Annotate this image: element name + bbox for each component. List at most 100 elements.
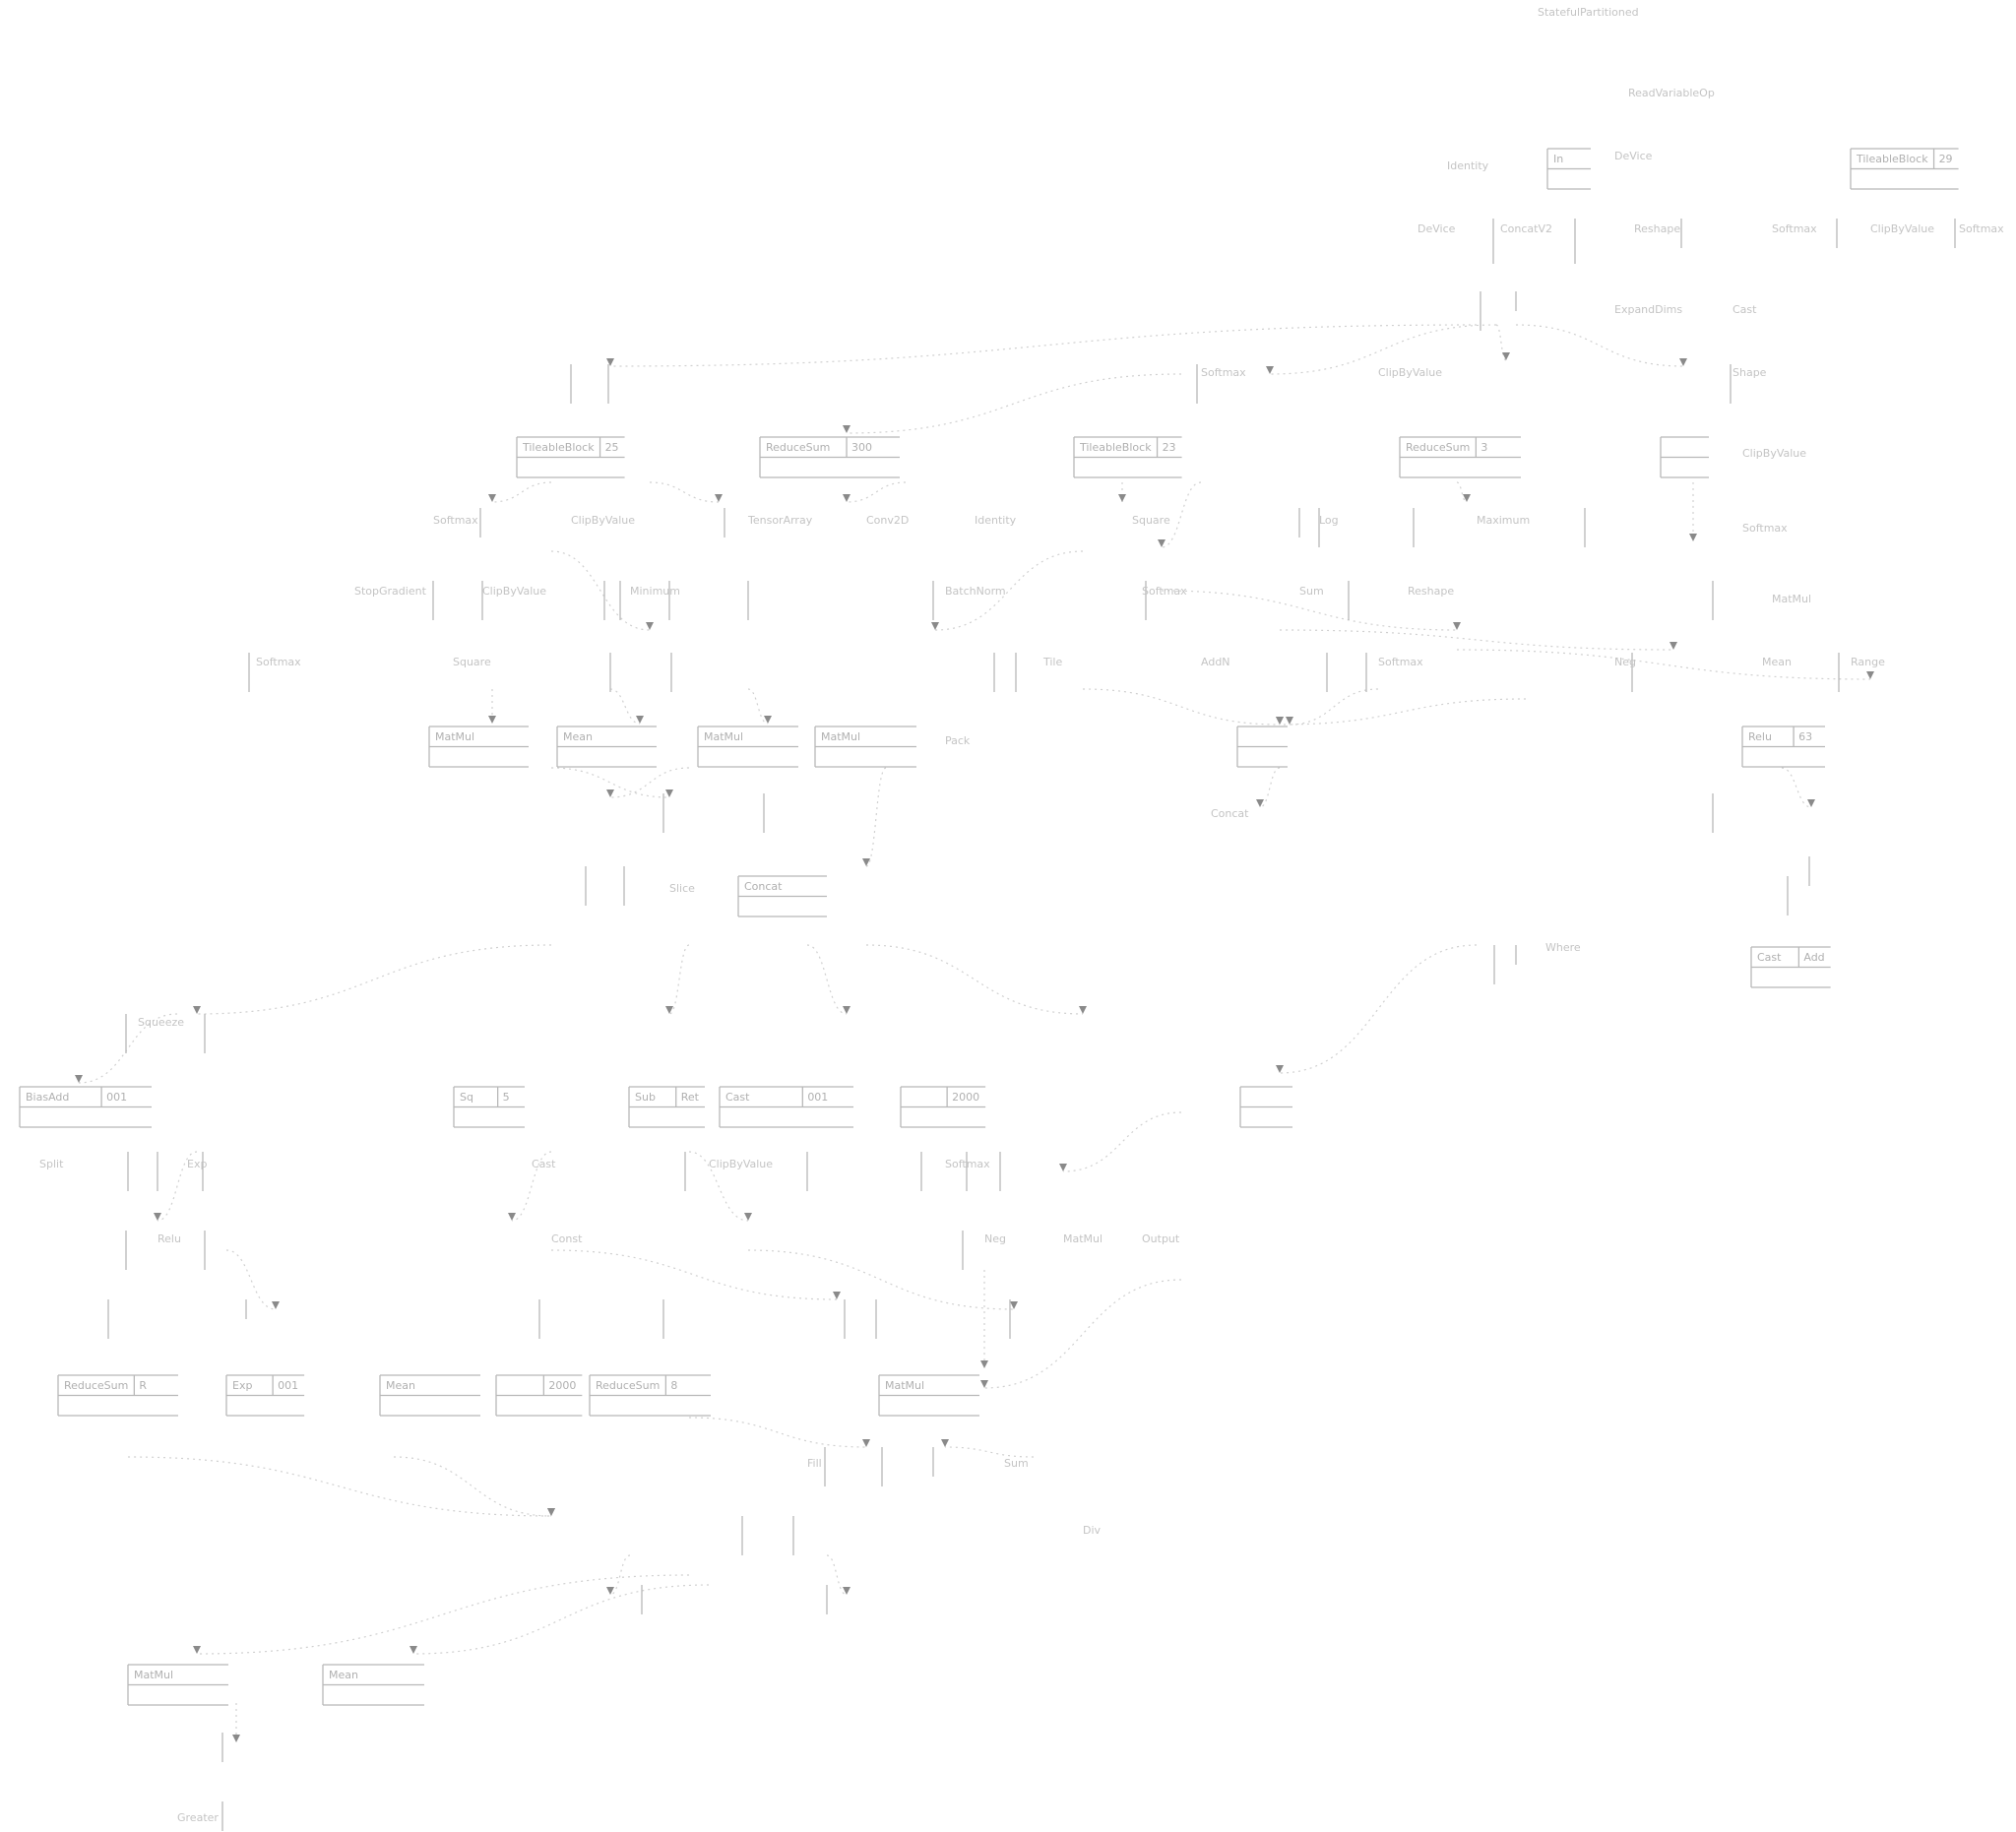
arrow-head-icon <box>665 1006 673 1014</box>
arrow-head-icon <box>843 425 850 433</box>
arrow-head-icon <box>193 1006 201 1014</box>
edge <box>865 767 887 867</box>
arrow-head-icon <box>606 358 614 366</box>
arrow-head-icon <box>715 494 723 502</box>
arrow-head-icon <box>1079 1006 1087 1014</box>
edge <box>865 944 1084 1015</box>
node-label: Relu <box>1748 730 1772 743</box>
node-value: 63 <box>1798 730 1812 743</box>
edge <box>1279 698 1527 726</box>
node-value: 001 <box>278 1379 298 1392</box>
edge <box>649 481 720 503</box>
edge <box>1289 688 1379 726</box>
graph-text-label: AddN <box>1201 656 1230 668</box>
graph-text-label: MatMul <box>1063 1232 1102 1245</box>
graph-text-label: Softmax <box>1142 585 1187 598</box>
graph-text-label: Softmax <box>433 514 478 527</box>
edge <box>196 944 552 1015</box>
arrow-head-icon <box>1286 717 1293 725</box>
node-value: 2000 <box>952 1091 979 1104</box>
graph-text-label: DeVice <box>1614 150 1653 162</box>
edge <box>393 1456 552 1517</box>
node-value: 001 <box>106 1091 127 1104</box>
node-label: Mean <box>329 1669 358 1681</box>
arrow-head-icon <box>1502 352 1510 360</box>
arrow-head-icon <box>1276 1065 1284 1073</box>
graph-text-label: Pack <box>945 734 971 747</box>
arrow-head-icon <box>843 1587 850 1595</box>
edge <box>225 1249 277 1310</box>
edge <box>934 550 1084 631</box>
arrow-head-icon <box>547 1508 555 1516</box>
graph-text-label: Mean <box>1762 656 1792 668</box>
graph-text-label: Range <box>1851 656 1885 668</box>
arrow-head-icon <box>1866 671 1874 679</box>
graph-text-label: Slice <box>669 882 695 895</box>
graph-text-label: Shape <box>1732 366 1767 379</box>
arrow-head-icon <box>980 1380 988 1388</box>
edge <box>1161 590 1458 631</box>
node-label: ReduceSum <box>64 1379 128 1392</box>
arrow-head-icon <box>1453 622 1461 630</box>
node-value: 5 <box>503 1091 510 1104</box>
edge <box>1456 649 1871 680</box>
arrow-head-icon <box>1689 534 1697 541</box>
node-label: MatMul <box>134 1669 173 1681</box>
node-value: 001 <box>807 1091 828 1104</box>
arrow-head-icon <box>843 494 850 502</box>
node-value: 25 <box>605 441 619 454</box>
graph-text-label: Identity <box>975 514 1017 527</box>
graph-text-label: Log <box>1319 514 1339 527</box>
arrow-head-icon <box>744 1213 752 1221</box>
graph-text-label: Where <box>1545 941 1581 954</box>
graph-text-label: MatMul <box>1772 593 1811 605</box>
graph-text-label: Cast <box>532 1158 556 1170</box>
edge <box>511 1151 552 1222</box>
arrow-head-icon <box>843 1006 850 1014</box>
graph-text-label: Neg <box>1614 656 1636 668</box>
node-label: TileableBlock <box>522 441 595 454</box>
node-label: BiasAdd <box>26 1091 69 1104</box>
edge <box>609 324 1478 367</box>
arrow-head-icon <box>862 1439 870 1447</box>
node-label: Sub <box>635 1091 656 1104</box>
node-label: Exp <box>232 1379 252 1392</box>
node-label: Cast <box>725 1091 750 1104</box>
arrow-head-icon <box>931 622 939 630</box>
graph-text-label: StopGradient <box>354 585 427 598</box>
edge <box>412 1584 710 1655</box>
node-value: Ret <box>681 1091 700 1104</box>
graph-text-label: Conv2D <box>866 514 909 527</box>
graph-text-label: DeVice <box>1418 222 1456 235</box>
edge <box>1456 481 1468 503</box>
graph-text-label: StatefulPartitioned <box>1538 6 1639 19</box>
node-label: ReduceSum <box>766 441 830 454</box>
node-label: Concat <box>744 880 783 893</box>
graph-text-label: Neg <box>984 1232 1006 1245</box>
arrow-head-icon <box>508 1213 516 1221</box>
edge <box>688 1151 749 1222</box>
arrow-head-icon <box>1276 717 1284 725</box>
arrow-head-icon <box>154 1213 161 1221</box>
graph-text-label: Softmax <box>1959 222 2004 235</box>
edge <box>983 1279 1182 1389</box>
graph-text-label: BatchNorm <box>945 585 1006 598</box>
edge <box>550 1249 838 1300</box>
graph-text-label: Sum <box>1299 585 1324 598</box>
arrow-head-icon <box>1118 494 1126 502</box>
graph-text-label: Greater <box>177 1811 219 1824</box>
graph-text-label: TensorArray <box>747 514 813 527</box>
edge <box>806 944 848 1015</box>
graph-text-label: Output <box>1142 1232 1180 1245</box>
node-label: In <box>1553 153 1563 165</box>
node-label: MatMul <box>435 730 474 743</box>
graph-text-label: ClipByValue <box>1870 222 1934 235</box>
graph-text-label: Softmax <box>1772 222 1817 235</box>
arrow-head-icon <box>1059 1164 1067 1171</box>
graph-text-label: Tile <box>1042 656 1062 668</box>
graph-text-label: Split <box>39 1158 64 1170</box>
edge <box>1062 1111 1182 1172</box>
arrow-head-icon <box>1463 494 1471 502</box>
arrow-head-icon <box>1679 358 1687 366</box>
